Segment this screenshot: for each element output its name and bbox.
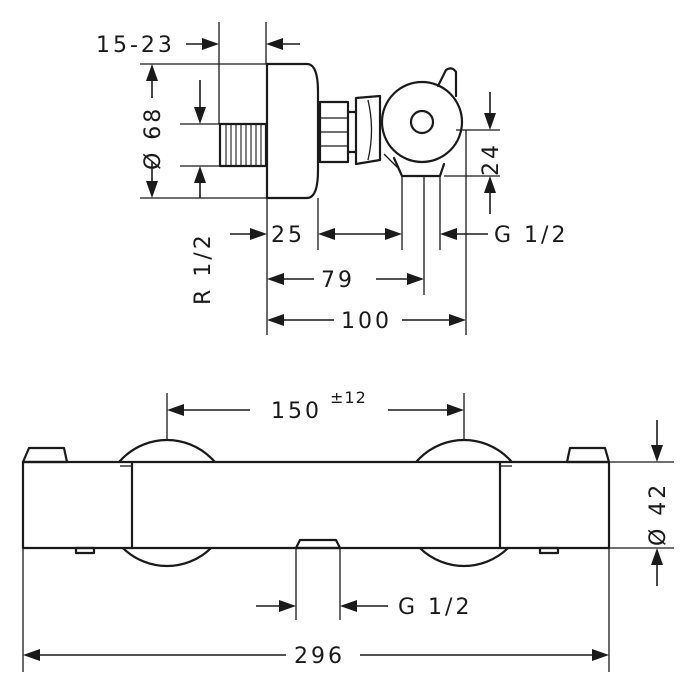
valve-body: [354, 67, 464, 178]
end-cap-left: [21, 446, 69, 464]
dim-wall-range: 15-23: [96, 33, 300, 58]
dim-depth-100-label: 100: [341, 309, 392, 334]
dim-front-outlet-thread: G 1/2: [256, 595, 472, 620]
dim-depth-79: 79: [267, 268, 424, 293]
dim-wall-range-label: 15-23: [96, 33, 175, 58]
dim-total-width: 296: [23, 644, 609, 669]
side-view: 15-23 Ø 68 R 1/2 25: [96, 22, 568, 335]
dim-total-width-label: 296: [294, 644, 345, 669]
valve-spindle-icon: [409, 109, 435, 135]
dim-depth-79-label: 79: [321, 268, 355, 293]
thermostat-body: [21, 460, 611, 550]
threaded-connector: [218, 122, 268, 168]
dim-center-tolerance-label: ±12: [330, 388, 367, 407]
dim-connection-thread: R 1/2: [191, 80, 216, 305]
dim-center-distance-label: 150: [271, 399, 322, 424]
dim-depth-25-label: 25: [271, 223, 305, 248]
dim-side-outlet-thread: G 1/2: [440, 223, 568, 248]
bottom-outlet: [294, 538, 342, 550]
dim-depth-100: 100: [267, 309, 466, 334]
dim-front-outlet-thread-label: G 1/2: [398, 595, 472, 620]
dim-depth-25: 25: [230, 223, 402, 248]
front-view: 150 ±12 Ø 42 G 1/2 296: [21, 388, 674, 672]
dim-body-diameter: Ø 42: [646, 420, 671, 586]
dim-body-diameter-label: Ø 42: [646, 482, 671, 546]
dim-center-distance: 150 ±12: [167, 388, 464, 424]
dim-rosette-diameter-label: Ø 68: [141, 106, 166, 170]
dim-height-24: 24: [479, 92, 504, 214]
end-cap-right: [565, 446, 611, 464]
dim-rosette-diameter: Ø 68: [141, 64, 166, 198]
dim-connection-thread-label: R 1/2: [191, 232, 216, 305]
hex-nut: [318, 100, 358, 164]
dim-height-24-label: 24: [479, 142, 504, 176]
wall-rosette: [265, 62, 320, 200]
dim-side-outlet-thread-label: G 1/2: [494, 223, 568, 248]
